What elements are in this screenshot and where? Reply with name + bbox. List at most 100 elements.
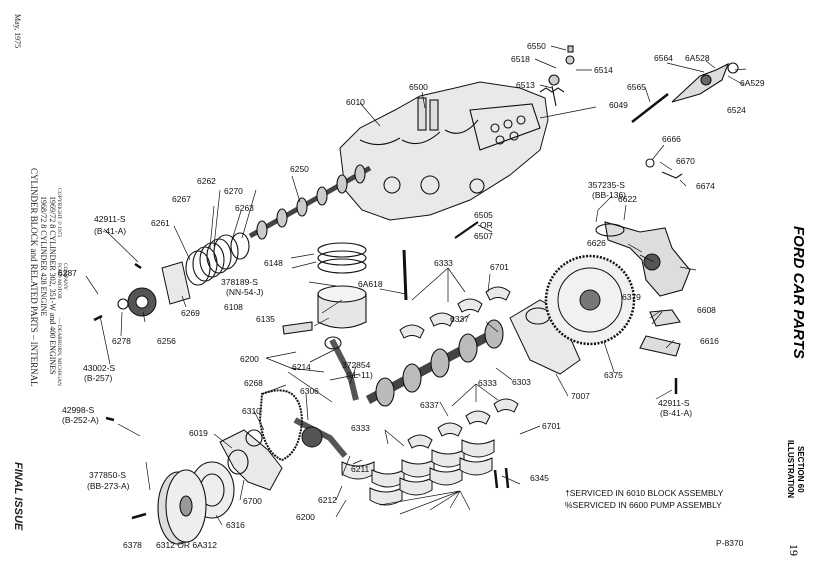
callout: 378189-S (221, 277, 258, 287)
callout: 6375 (604, 370, 623, 380)
callout: 6524 (727, 105, 746, 115)
callout: 6513 (516, 80, 535, 90)
oil-slinger (245, 429, 263, 447)
crankshaft (365, 319, 504, 407)
piston-and-rings (282, 242, 367, 335)
callout: 6010 (346, 97, 365, 107)
crankshaft-pulley (157, 469, 207, 545)
callout: 6019 (189, 428, 208, 438)
camshaft-sprocket (127, 287, 157, 317)
callout: (NN-54-J) (226, 287, 263, 297)
callout: 6505 (474, 210, 493, 220)
company-name: FORD MOTOR (56, 263, 62, 299)
callout: 6200 (240, 354, 259, 364)
valve-spring-parts (539, 45, 575, 107)
callout: 6666 (662, 134, 681, 144)
callout: 6700 (243, 496, 262, 506)
footnote-block-assembly: †SERVICED IN 6010 BLOCK ASSEMBLY (565, 488, 724, 498)
caption-engines-302-351-400: 1969/72 8 CYLINDER 302, 351-W and 400 EN… (48, 196, 57, 375)
callout: 6701 (490, 262, 509, 272)
callout: (BB-273-A) (87, 481, 130, 491)
callout: 6701 (542, 421, 561, 431)
left-margin: May, 1975 CYLINDER BLOCK and RELATED PAR… (12, 14, 68, 531)
cylinder-block (339, 81, 549, 221)
callout: 377850-S (89, 470, 126, 480)
callout: 6250 (290, 164, 309, 174)
callout: 6A528 (685, 53, 710, 63)
callout: 6337 (450, 314, 469, 324)
connecting-rods (293, 336, 359, 458)
callout: 6564 (654, 53, 673, 63)
callout: (BB-136) (592, 190, 626, 200)
main-bearing-caps (341, 286, 519, 506)
callout: 6268 (244, 378, 263, 388)
callout: (B-257) (84, 373, 113, 383)
callout: 6200 (296, 512, 315, 522)
callout: 6514 (594, 65, 613, 75)
caption-engine-428: 1968/72 8 CYLINDER 428 ENGINE (39, 196, 48, 317)
sprocket-washer (117, 298, 129, 310)
callout: 6616 (700, 336, 719, 346)
callout: 42998-S (62, 405, 94, 415)
callout: 6A618 (358, 279, 383, 289)
flywheel (544, 254, 636, 346)
callout: 6316 (226, 520, 245, 530)
callout: 6333 (478, 378, 497, 388)
right-margin: FORD CAR PARTS ILLUSTRATION SECTION 60 1… (786, 226, 807, 556)
callout: 6306 (300, 386, 319, 396)
callout: 6267 (172, 194, 191, 204)
company-name-2: COMPANY (62, 263, 68, 290)
callout: 6674 (696, 181, 715, 191)
callout: 6333 (351, 423, 370, 433)
callout: 6379 (622, 292, 641, 302)
callout: 6670 (676, 156, 695, 166)
callout: 372854 (342, 360, 371, 370)
cylinder-block-detail (359, 103, 541, 195)
camshaft-bearings (185, 232, 250, 286)
callout: 42911-S (658, 398, 690, 408)
callout-labels: 6550 6518 6514 6513 6564 6A528 6A529 652… (58, 41, 765, 550)
issue-date: May, 1975 (13, 14, 22, 48)
plate-id: P-8370 (716, 538, 744, 548)
rocker-arm (671, 62, 739, 103)
callout: 6622 (618, 194, 637, 204)
callout: (LL-11) (346, 370, 373, 380)
footnote-pump-assembly: %SERVICED IN 6600 PUMP ASSEMBLY (565, 500, 722, 510)
callout: 6212 (318, 495, 337, 505)
callout: 357235-S (588, 180, 625, 190)
callout: 43002-S (83, 363, 115, 373)
callout: 6312 OR 6A312 (156, 540, 217, 550)
callout: 6287 (58, 268, 77, 278)
caption-title: CYLINDER BLOCK and RELATED PARTS – INTER… (29, 168, 39, 387)
callout: 6148 (264, 258, 283, 268)
callout: 6550 (527, 41, 546, 51)
callout: 6378 (123, 540, 142, 550)
callout: 6256 (157, 336, 176, 346)
callout: (B-41-A) (94, 226, 126, 236)
crank-sprocket (301, 426, 323, 448)
callout: 6262 (197, 176, 216, 186)
callout: 6278 (112, 336, 131, 346)
callout: 6608 (697, 305, 716, 315)
callout: 6310 (242, 406, 261, 416)
callout: 6518 (511, 54, 530, 64)
callout: 6626 (587, 238, 606, 248)
callout: 6049 (609, 100, 628, 110)
callout: 6108 (224, 302, 243, 312)
callout: 6214 (292, 362, 311, 372)
valve-6505 (454, 221, 479, 239)
callout: 6345 (530, 473, 549, 483)
company-location: — DEARBORN, MICHIGAN (56, 317, 62, 386)
page-number: 19 (787, 544, 801, 556)
callout: 6A529 (740, 78, 765, 88)
callout: 6269 (181, 308, 200, 318)
callout: 6507 (474, 231, 493, 241)
callout: 7007 (571, 391, 590, 401)
callout: 6500 (409, 82, 428, 92)
callout: OR (480, 220, 493, 230)
camshaft (248, 164, 372, 240)
callout: 42911-S (94, 214, 126, 224)
callout: 6270 (224, 186, 243, 196)
callout: 6211 (351, 464, 370, 474)
